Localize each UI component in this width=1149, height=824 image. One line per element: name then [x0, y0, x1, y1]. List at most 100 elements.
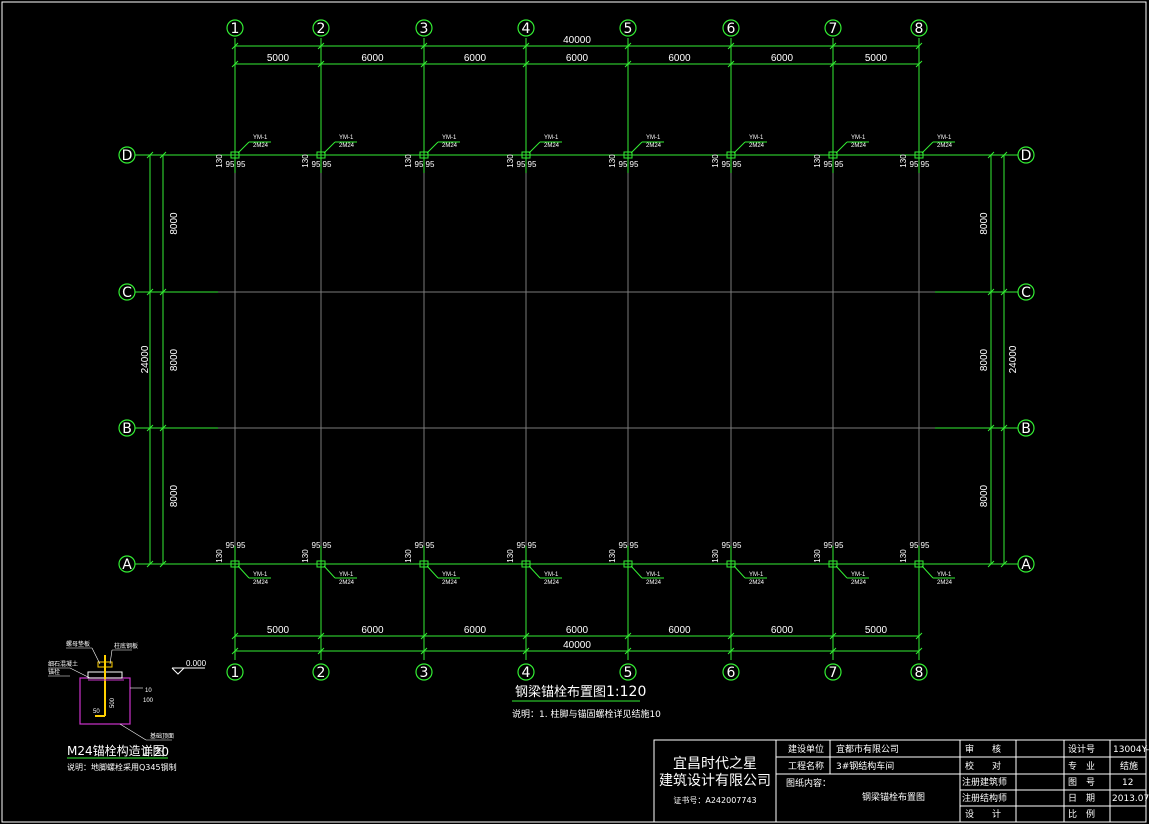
dim-tick	[317, 632, 325, 640]
dim-tick	[159, 288, 167, 296]
dim-tick	[829, 647, 837, 655]
anchor-offset-c: 130	[608, 549, 617, 563]
axis-label-2: 2	[317, 665, 326, 681]
anchor-offset-c: 130	[813, 549, 822, 563]
anchor-tag-name: YM-1	[937, 572, 952, 578]
detail-label-3: 细石混凝土	[48, 660, 78, 668]
anchor-tag-size: 2M24	[339, 143, 355, 149]
dim-row-spacing-1: 8000	[979, 212, 990, 235]
dim-tick	[146, 288, 154, 296]
axis-bubble-1	[226, 19, 244, 37]
anchor-offset-b: 95	[733, 541, 742, 550]
anchor-tag-leader	[426, 565, 439, 579]
dim-tick	[727, 647, 735, 655]
detail-dim-1: 10	[145, 688, 152, 694]
dim-tick	[1000, 560, 1008, 568]
anchor-tag-name: YM-1	[339, 572, 354, 578]
anchor-tag-size: 2M24	[851, 580, 867, 586]
anchor-offset-b: 95	[835, 160, 844, 169]
axis-bubble-3	[415, 19, 433, 37]
anchor-tag-size: 2M24	[749, 143, 765, 149]
anchor-offset-a: 95	[312, 160, 321, 169]
anchor-tag-name: YM-1	[339, 135, 354, 141]
dim-tick	[915, 60, 923, 68]
dim-tick	[522, 60, 530, 68]
axis-label-6: 6	[727, 21, 736, 37]
dim-tick	[987, 288, 995, 296]
axis-label-3: 3	[420, 21, 429, 37]
dim-tick	[231, 60, 239, 68]
axis-bubble-8	[910, 663, 928, 681]
anchor-tag-size: 2M24	[937, 143, 953, 149]
dim-tick	[624, 42, 632, 50]
anchor-offset-b: 95	[323, 541, 332, 550]
dim-tick	[522, 647, 530, 655]
axis-label-C: C	[1021, 285, 1031, 301]
axis-bubble-6	[722, 663, 740, 681]
axis-label-A: A	[122, 557, 132, 573]
sheet-label: 图 号	[1068, 777, 1095, 788]
dim-bay-3: 6000	[464, 53, 487, 64]
anchor-tag-leader	[733, 565, 746, 579]
anchor-offset-c: 130	[899, 154, 908, 168]
anchor-offset-a: 95	[226, 160, 235, 169]
anchor-tag-size: 2M24	[253, 580, 269, 586]
dim-tick	[987, 424, 995, 432]
anchor-offset-b: 95	[528, 160, 537, 169]
dim-tick	[1000, 151, 1008, 159]
dim-tick	[624, 632, 632, 640]
anchor-offset-a: 95	[722, 160, 731, 169]
anchor-offset-a: 95	[824, 160, 833, 169]
axis-bubble-6	[722, 19, 740, 37]
axis-bubble-1	[226, 663, 244, 681]
axis-label-4: 4	[522, 21, 531, 37]
anchor-offset-b: 95	[323, 160, 332, 169]
dim-bay-2: 6000	[361, 625, 384, 636]
dim-tick	[522, 632, 530, 640]
dim-tick	[829, 42, 837, 50]
anchor-offset-c: 130	[711, 154, 720, 168]
anchor-offset-b: 95	[630, 541, 639, 550]
anchor-offset-b: 95	[835, 541, 844, 550]
company-name-line1: 宜昌时代之星	[673, 756, 757, 772]
axis-label-D: D	[1021, 148, 1032, 164]
anchor-tag-name: YM-1	[749, 572, 764, 578]
dim-tick	[317, 42, 325, 50]
dim-tick	[915, 632, 923, 640]
anchor-tag-size: 2M24	[442, 143, 458, 149]
anchor-tag-size: 2M24	[544, 143, 560, 149]
anchor-offset-a: 95	[722, 541, 731, 550]
dim-bay-2: 6000	[361, 53, 384, 64]
anchor-tag-leader	[630, 565, 643, 579]
anchor-offset-c: 130	[711, 549, 720, 563]
dim-tick	[624, 647, 632, 655]
sheet-value: 12	[1122, 778, 1133, 788]
detail-note: 说明：地脚螺栓采用Q345钢制	[67, 762, 177, 772]
dim-bay-5: 6000	[668, 53, 691, 64]
anchor-offset-c: 130	[608, 154, 617, 168]
anchor-offset-a: 95	[619, 541, 628, 550]
anchor-offset-a: 95	[312, 541, 321, 550]
dim-tick	[420, 647, 428, 655]
axis-label-5: 5	[624, 21, 633, 37]
anchor-offset-a: 95	[415, 541, 424, 550]
axis-label-7: 7	[829, 665, 838, 681]
anchor-tag-leader	[237, 565, 250, 579]
axis-label-B: B	[122, 421, 132, 437]
anchor-offset-b: 95	[426, 541, 435, 550]
detail-dim-4: 500	[110, 697, 116, 708]
discipline-value: 结施	[1120, 760, 1138, 772]
dim-row-spacing-1: 8000	[169, 212, 180, 235]
dim-tick	[231, 647, 239, 655]
structural-engineer-label: 注册结构师	[962, 792, 1007, 804]
anchor-tag-leader	[426, 141, 439, 154]
axis-label-8: 8	[915, 21, 924, 37]
detail-label-2: 柱底钢板	[114, 642, 138, 650]
anchor-tag-name: YM-1	[646, 135, 661, 141]
anchor-tag-size: 2M24	[646, 580, 662, 586]
anchor-offset-b: 95	[237, 541, 246, 550]
dim-total-width: 24000	[140, 345, 151, 373]
anchor-offset-b: 95	[528, 541, 537, 550]
dim-tick	[987, 560, 995, 568]
